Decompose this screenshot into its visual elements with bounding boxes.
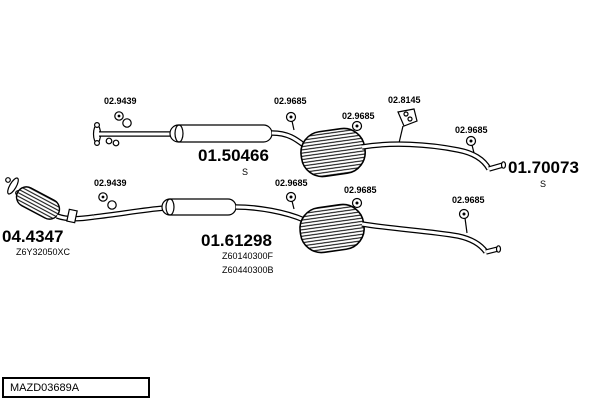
part-label-hanger: 02.9685 [275,178,308,188]
tailpipe-tip-icon [495,245,502,253]
part-code-label: Z60140300F [222,251,274,261]
part-label-hanger: 02.9685 [342,111,375,121]
bracket-icon [397,108,418,144]
part-label-bracket: 02.8145 [388,95,421,105]
part-label-tailpipe: 01.70073 [508,158,579,177]
tailpipe-tip-icon [500,161,507,169]
part-label-hanger: 02.9685 [344,185,377,195]
hanger-icon [285,111,297,131]
hanger-icon [98,192,117,210]
coupling-icon [66,208,78,224]
part-label-main: 01.50466 [198,146,269,165]
muffler-drawing [300,127,366,178]
catalytic-converter-drawing [5,177,95,224]
bottom-exhaust-drawing [5,177,502,255]
drawing-code-label: MAZD03689A [10,381,80,394]
part-variant-label: S [540,179,547,189]
hanger-icon [458,208,470,234]
hanger-icon [114,111,132,128]
part-code-label: Z6Y32050XC [16,247,71,257]
hanger-icon [351,197,363,209]
part-label-main: 01.61298 [201,231,272,250]
hanger-icon [465,135,477,154]
part-code-label: Z60440300B [222,265,274,275]
resonator-drawing [161,198,237,216]
part-label-hanger: 02.9439 [94,178,127,188]
resonator-drawing [169,124,273,143]
part-variant-label: S [242,167,249,177]
part-label-hanger: 02.9685 [274,96,307,106]
hanger-icon [285,191,297,210]
clamp-icon [105,137,120,147]
muffler-drawing [299,203,365,254]
part-label-hanger: 02.9685 [455,125,488,135]
part-label-catalyst: 04.4347 [2,227,64,246]
part-label-hanger: 02.9685 [452,195,485,205]
hanger-icon [351,120,363,132]
part-label-hanger: 02.9439 [104,96,137,106]
top-exhaust-drawing [92,108,507,178]
drawing-code-box: MAZD03689A [2,377,150,398]
